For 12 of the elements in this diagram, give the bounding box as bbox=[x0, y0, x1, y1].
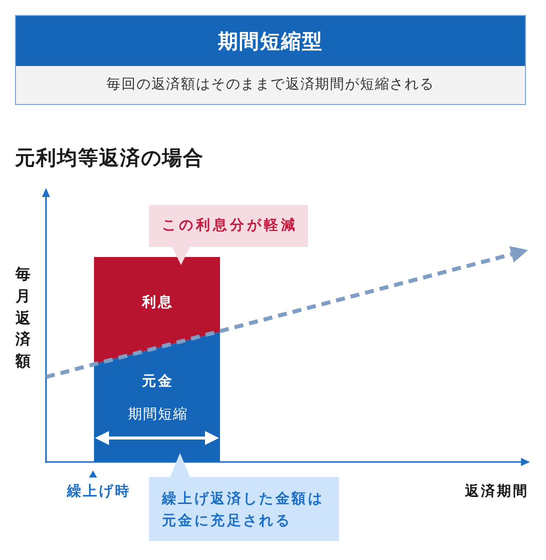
axis-label: 毎月返済額 bbox=[15, 264, 31, 372]
marker-label: 繰上げ時 bbox=[67, 483, 131, 501]
axis-label: 返済期間 bbox=[465, 483, 529, 501]
info-panel bbox=[15, 15, 526, 105]
bar-label: 期間短縮 bbox=[128, 406, 188, 424]
bar-label: 元金 bbox=[142, 373, 174, 391]
callout-text: この利息分が軽減 bbox=[162, 217, 298, 235]
callout-text: 繰上げ返済した金額は元金に充足される bbox=[162, 490, 325, 531]
section-title: 元利均等返済の場合 bbox=[15, 146, 204, 170]
description: 毎回の返済額はそのままで返済期間が短縮される bbox=[106, 76, 434, 94]
bar-label: 利息 bbox=[142, 294, 174, 312]
title-banner: 期間短縮型 bbox=[16, 16, 525, 66]
